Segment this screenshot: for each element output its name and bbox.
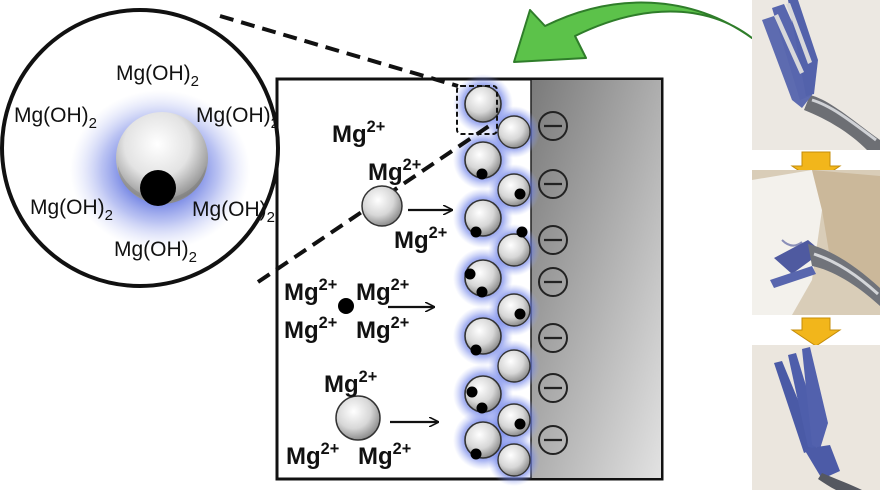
negative-charge-icon [538, 225, 568, 255]
negative-charge-icon [538, 267, 568, 297]
core-dot [514, 418, 526, 430]
negative-charge-icon [538, 323, 568, 353]
mg-oh2-label: Mg(OH)2 [116, 62, 199, 90]
mg-ion-label: Mg2+ [286, 440, 339, 470]
core-dot [470, 448, 482, 460]
zoom-target-box [456, 85, 498, 135]
mg-oh2-label: Mg(OH)2 [30, 196, 113, 224]
mg-ion-label: Mg2+ [356, 276, 409, 306]
mg-ion-label: Mg2+ [356, 314, 409, 344]
surface-particle [497, 443, 531, 477]
free-particle-2 [338, 298, 354, 314]
mg-oh2-label: Mg(OH)2 [114, 238, 197, 266]
zoom-core-particle [140, 170, 176, 206]
fork-handle-after [818, 473, 862, 490]
photo-fork-before [752, 0, 880, 150]
mg-ion-label: Mg2+ [324, 368, 377, 398]
fork-handle [804, 95, 880, 150]
core-dot [476, 168, 488, 180]
surface-particle [464, 317, 502, 355]
negative-charge-icon [538, 373, 568, 403]
negative-charge-icon [538, 169, 568, 199]
core-dot [470, 226, 482, 238]
core-dot [470, 344, 482, 356]
surface-particle [497, 115, 531, 149]
mg-ion-label: Mg2+ [394, 224, 447, 254]
surface-particle [464, 421, 502, 459]
negative-charge-icon [538, 425, 568, 455]
green-indicator-arrow [513, 1, 753, 63]
core-dot [466, 386, 478, 398]
zoom-shell-particle [116, 112, 208, 204]
mg-ion-label: Mg2+ [284, 314, 337, 344]
surface-particle [464, 85, 502, 123]
core-dot [476, 402, 488, 414]
mg-oh2-label: Mg(OH)2 [196, 104, 279, 132]
surface-particle [497, 233, 531, 267]
core-dot [464, 268, 476, 280]
cloth [752, 170, 822, 315]
electrode-surface [531, 80, 661, 478]
photo-fork-after [752, 345, 880, 490]
core-dot [514, 308, 526, 320]
mg-oh2-label: Mg(OH)2 [192, 198, 275, 226]
free-particle-3 [335, 395, 381, 441]
photo-fork-wiped [752, 170, 880, 315]
mg-ion-label: Mg2+ [358, 440, 411, 470]
surface-particle [497, 349, 531, 383]
surface-particle [497, 173, 531, 207]
core-dot [476, 286, 488, 298]
mg-oh2-label: Mg(OH)2 [14, 104, 97, 132]
step-arrow-2 [790, 317, 842, 347]
free-particle-1 [361, 185, 403, 227]
negative-charge-icon [538, 111, 568, 141]
zoom-line-top [219, 14, 459, 88]
core-dot [514, 188, 526, 200]
mg-ion-label: Mg2+ [332, 118, 385, 148]
core-dot [516, 226, 528, 238]
surface-particle [464, 199, 502, 237]
mg-ion-label: Mg2+ [368, 156, 421, 186]
surface-particle [497, 293, 531, 327]
fork-head-after [774, 361, 814, 453]
mg-ion-label: Mg2+ [284, 276, 337, 306]
surface-particle [497, 403, 531, 437]
